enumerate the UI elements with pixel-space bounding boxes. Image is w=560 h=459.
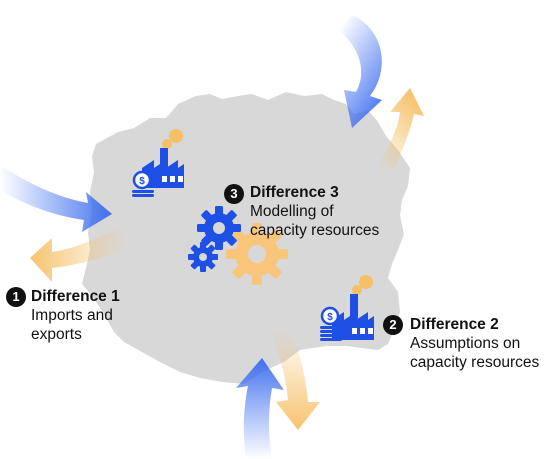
difference-3-label: Difference 3 Modelling of capacity resou…	[250, 183, 379, 240]
export-arrow-top	[378, 88, 424, 170]
factory-icon	[142, 129, 184, 188]
difference-2-label: Difference 2 Assumptions on capacity res…	[410, 315, 539, 372]
import-arrow-bottom	[236, 358, 284, 459]
difference-2-badge: 2	[383, 315, 403, 335]
difference-1-badge: 1	[6, 287, 26, 307]
import-arrow-top	[338, 15, 382, 128]
difference-1-label: Difference 1 Imports and exports	[31, 287, 120, 344]
factory-icon	[332, 275, 374, 340]
gears-icon	[188, 206, 288, 285]
difference-2-title: Difference 2	[410, 316, 499, 333]
svg-text:$: $	[327, 312, 333, 323]
import-arrow-left	[0, 165, 112, 232]
difference-2-line-2: capacity resources	[410, 354, 540, 371]
difference-3-title: Difference 3	[250, 184, 339, 201]
difference-1-line-2: exports	[31, 326, 82, 343]
difference-1-title: Difference 1	[31, 288, 120, 305]
svg-text:$: $	[139, 176, 145, 187]
export-arrow-left	[30, 225, 125, 282]
coin-stack-icon: $	[132, 170, 154, 197]
export-arrow-bottom	[270, 330, 320, 430]
coin-stack-icon: $	[320, 306, 342, 341]
difference-3-line-2: capacity resources	[250, 222, 380, 239]
difference-3-line-1: Modelling of	[250, 203, 334, 220]
difference-1-line-1: Imports and	[31, 307, 113, 324]
difference-3-badge: 3	[224, 184, 244, 204]
difference-2-line-1: Assumptions on	[410, 335, 521, 352]
